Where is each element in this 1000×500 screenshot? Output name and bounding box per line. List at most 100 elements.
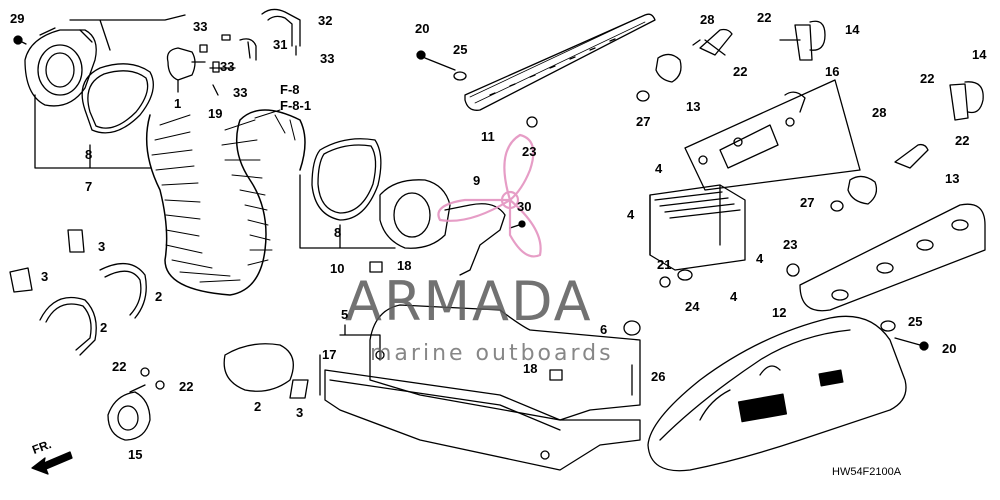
callout-33-c: 33	[233, 85, 248, 100]
gasket-part-8-upper	[81, 63, 154, 134]
callout-3-c: 3	[296, 405, 304, 420]
callout-10: 10	[330, 261, 345, 276]
callout-29: 29	[10, 11, 25, 26]
callout-23-lower: 23	[783, 237, 798, 252]
washer-part-25-lower	[880, 320, 896, 332]
callout-16: 16	[825, 64, 840, 79]
nut-part-22-left-b	[155, 380, 165, 390]
nut-part-23-upper	[526, 116, 538, 128]
callout-13-lower: 13	[945, 171, 960, 186]
callout-17: 17	[322, 347, 337, 362]
callout-23-upper: 23	[522, 144, 537, 159]
gasket-part-8-lower	[311, 138, 382, 221]
callout-2-b: 2	[100, 320, 108, 335]
ring-part-27-lower	[830, 200, 844, 212]
callout-4-b: 4	[627, 207, 635, 222]
callout-27-lower: 27	[800, 195, 815, 210]
clamp-part-14-upper	[779, 20, 826, 61]
callout-3-a: 3	[98, 239, 106, 254]
callout-14-upper: 14	[845, 22, 860, 37]
callout-1: 1	[174, 96, 182, 111]
callout-26: 26	[651, 369, 666, 384]
callout-15: 15	[128, 447, 143, 462]
callout-25-upper: 25	[453, 42, 468, 57]
corrugated-hose	[145, 109, 306, 296]
callout-32: 32	[318, 13, 333, 28]
callout-20-upper: 20	[415, 21, 430, 36]
clip-part-3	[9, 229, 309, 399]
screw-part-29	[13, 35, 27, 45]
callout-8-upper: 8	[85, 147, 93, 162]
valve-part-1	[166, 47, 206, 93]
callout-13-upper: 13	[686, 99, 701, 114]
callout-18-upper: 18	[397, 258, 412, 273]
bolt-part-20-lower	[894, 337, 929, 351]
duct-cover-part-7	[24, 27, 97, 107]
callout-19: 19	[208, 106, 223, 121]
reference-label-f8-1: F-8-1	[280, 98, 312, 113]
reference-label-f8: F-8	[280, 82, 300, 97]
washer-part-24	[677, 269, 693, 281]
callout-20-lower: 20	[942, 341, 957, 356]
small-parts-33	[199, 34, 236, 96]
watermark-subtitle: marine outboards	[370, 341, 614, 366]
drawing-code: HW54F2100A	[832, 466, 902, 478]
hose-part-32	[261, 8, 301, 56]
grommet-part-6	[623, 320, 641, 336]
nut-part-22-left-a	[140, 367, 150, 377]
callout-4-c: 4	[756, 251, 764, 266]
jet-ski-hull	[647, 315, 907, 472]
callout-31: 31	[273, 37, 288, 52]
bolt-part-20-upper	[416, 50, 467, 81]
callout-14-right: 14	[972, 47, 987, 62]
callout-8-lower: 8	[334, 225, 342, 240]
callout-24: 24	[685, 299, 700, 314]
callout-22-b: 22	[733, 64, 748, 79]
plate-assembly-part-16	[684, 79, 861, 191]
watermark-title: ARMADA	[345, 270, 593, 333]
screw-part-30	[509, 220, 526, 229]
callout-22-d: 22	[955, 133, 970, 148]
nut-part-23-lower	[786, 263, 800, 277]
pad-part-18-lower	[549, 369, 563, 381]
callout-22-f: 22	[179, 379, 194, 394]
band-part-2	[39, 263, 294, 392]
fitting-part-13-upper	[655, 28, 733, 83]
callout-25-lower: 25	[908, 314, 923, 329]
callout-18-lower: 18	[523, 361, 538, 376]
callout-12: 12	[772, 305, 787, 320]
bar-part-11	[464, 13, 656, 111]
callout-7: 7	[85, 179, 93, 194]
callout-22-c: 22	[920, 71, 935, 86]
fitting-part-13-lower	[847, 143, 929, 205]
filter-stack-part-4	[649, 184, 746, 271]
callout-33-b: 33	[220, 59, 235, 74]
hose-part-31	[239, 38, 257, 61]
callout-3-b: 3	[41, 269, 49, 284]
callout-28-upper: 28	[700, 12, 715, 27]
callout-5: 5	[341, 307, 349, 322]
callout-21: 21	[657, 257, 672, 272]
callout-27-upper: 27	[636, 114, 651, 129]
callout-33-a: 33	[193, 19, 208, 34]
callout-2-c: 2	[254, 399, 262, 414]
callout-9: 9	[473, 173, 481, 188]
callout-33-d: 33	[320, 51, 335, 66]
vent-part-15	[107, 384, 151, 441]
plate-part-17	[324, 369, 641, 471]
ring-part-27-upper	[636, 90, 650, 102]
watermark-logo-icon	[437, 133, 542, 258]
callout-4-d: 4	[730, 289, 738, 304]
callout-28-lower: 28	[872, 105, 887, 120]
callout-6: 6	[600, 322, 608, 337]
pad-part-18-upper	[369, 261, 383, 273]
clamp-part-14-right	[949, 81, 984, 121]
front-arrow-icon	[31, 451, 73, 475]
callout-11: 11	[481, 129, 495, 144]
callout-30: 30	[517, 199, 532, 214]
callout-2-a: 2	[155, 289, 163, 304]
nut-part-21	[659, 276, 671, 288]
callout-22-a: 22	[757, 10, 772, 25]
callout-22-e: 22	[112, 359, 127, 374]
callout-4-a: 4	[655, 161, 663, 176]
